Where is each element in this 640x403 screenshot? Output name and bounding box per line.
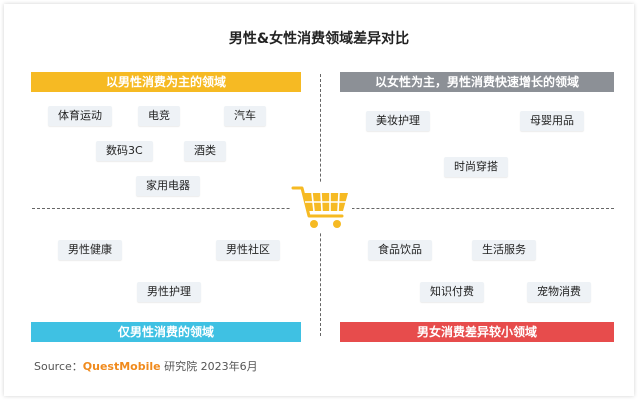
quadrant-bottom-left-banner: 仅男性消费的领域 [31,322,301,342]
chip-esports: 电竞 [138,106,180,126]
chip-mother-baby: 母婴用品 [520,111,584,131]
chip-male-health: 男性健康 [58,240,122,260]
chip-male-community: 男性社区 [216,240,280,260]
chip-male-care: 男性护理 [137,282,201,302]
diagram-frame: 男性&女性消费领域差异对比 以男性消费为主的领域 以女性为主，男性消费快速增长的… [4,4,634,396]
quadrant-top-left-banner: 以男性消费为主的领域 [31,72,301,92]
source-brand: QuestMobile [82,360,161,373]
diagram-title: 男性&女性消费领域差异对比 [228,31,410,47]
chip-digital-3c: 数码3C [96,141,153,161]
chip-home-appliances: 家用电器 [136,176,200,196]
chip-sports: 体育运动 [48,106,112,126]
source-note: Source：QuestMobile 研究院 2023年6月 [34,358,258,374]
chip-auto: 汽车 [224,106,266,126]
chip-liquor: 酒类 [184,141,226,161]
quadrant-bottom-right-banner: 男女消费差异较小领域 [340,322,614,342]
chip-life-services: 生活服务 [472,240,536,260]
source-prefix: Source： [34,360,83,373]
quadrant-top-right-banner: 以女性为主，男性消费快速增长的领域 [340,72,614,92]
chip-knowledge-paid: 知识付费 [420,282,484,302]
shopping-cart-icon [290,182,352,232]
chip-pet-consumption: 宠物消费 [527,282,591,302]
chip-fashion: 时尚穿搭 [444,157,508,177]
source-suffix: 研究院 2023年6月 [160,360,258,373]
chip-food-drink: 食品饮品 [368,240,432,260]
chip-beauty-care: 美妆护理 [366,111,430,131]
